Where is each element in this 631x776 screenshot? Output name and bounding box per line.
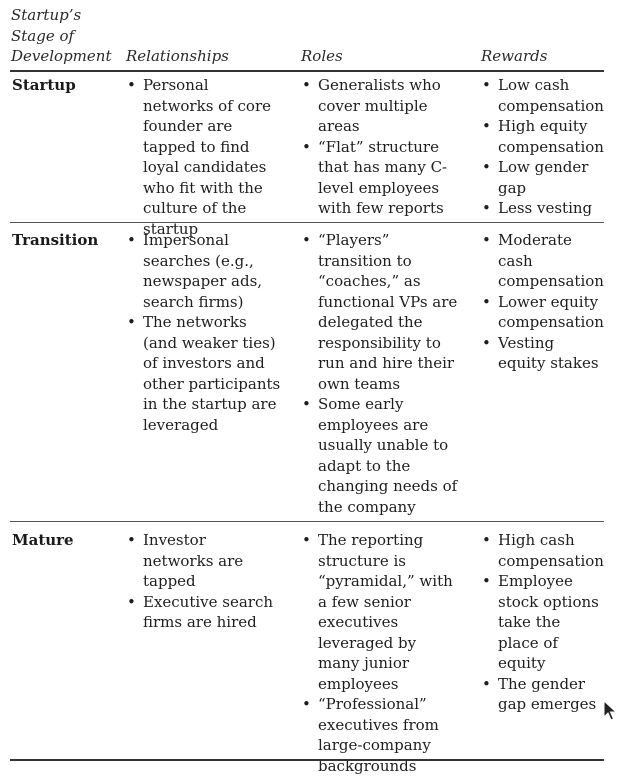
stage-label: Mature	[12, 531, 74, 549]
roles-cell: •Generalists who cover multiple areas •“…	[301, 75, 459, 219]
bullet-icon: •	[302, 695, 311, 713]
bullet-icon: •	[482, 531, 491, 549]
row-divider	[10, 222, 604, 223]
rewards-cell: •Moderate cash compensation •Lower equit…	[481, 230, 605, 374]
header-rule	[10, 70, 604, 72]
list-item: •The gender gap emerges	[482, 674, 597, 714]
roles-cell: •The reporting structure is “pyramidal,”…	[301, 530, 459, 776]
stage-label: Startup	[12, 76, 76, 94]
list-item: •Moderate cash compensation	[482, 231, 604, 290]
bullet-icon: •	[482, 231, 491, 249]
bullet-icon: •	[482, 572, 491, 590]
bullet-icon: •	[482, 199, 491, 217]
header-roles: Roles	[301, 47, 343, 65]
header-rewards: Rewards	[481, 47, 548, 65]
list-item: •Employee stock options take the place o…	[482, 572, 599, 672]
list-item: •High equity compensation	[482, 117, 604, 156]
list-item: •Investor networks are tapped	[127, 531, 244, 590]
bullet-icon: •	[302, 531, 311, 549]
list-item: •Impersonal searches (e.g., newspaper ad…	[127, 231, 263, 311]
bullet-icon: •	[127, 531, 136, 549]
relationships-cell: •Personal networks of core founder are t…	[126, 75, 281, 239]
bullet-icon: •	[482, 674, 491, 693]
table-bottom-rule	[10, 759, 604, 761]
list-item: •Some early employees are usually unable…	[302, 395, 458, 516]
bullet-icon: •	[302, 395, 311, 413]
list-item: •Executive search firms are hired	[127, 592, 274, 632]
bullet-icon: •	[127, 76, 136, 94]
bullet-icon: •	[127, 313, 136, 331]
list-item: •Vesting equity stakes	[482, 333, 599, 373]
bullet-icon: •	[482, 76, 491, 94]
list-item: •Generalists who cover multiple areas	[302, 76, 441, 135]
list-item: •“Players” transition to “coaches,” as f…	[302, 231, 458, 393]
relationships-cell: •Impersonal searches (e.g., newspaper ad…	[126, 230, 281, 435]
bullet-icon: •	[127, 231, 136, 249]
relationships-cell: •Investor networks are tapped •Executive…	[126, 530, 281, 633]
list-item: •“Professional” executives from large-co…	[302, 695, 439, 775]
bullet-icon: •	[482, 292, 491, 311]
row-divider	[10, 521, 604, 522]
list-item: •High cash compensation	[482, 531, 604, 570]
list-item: •Less vesting	[482, 199, 593, 217]
bullet-icon: •	[482, 158, 491, 176]
rewards-cell: •Low cash compensation •High equity comp…	[481, 75, 605, 219]
list-item: •Lower equity compensation	[482, 292, 604, 332]
header-relationships: Relationships	[126, 47, 229, 65]
list-item: •Low cash compensation	[482, 76, 604, 115]
header-stage: Startup’s Stage of Development	[11, 6, 112, 65]
bullet-icon: •	[482, 117, 491, 135]
bullet-icon: •	[302, 137, 311, 156]
rewards-cell: •High cash compensation •Employee stock …	[481, 530, 605, 715]
list-item: •The reporting structure is “pyramidal,”…	[302, 531, 453, 693]
list-item: •Personal networks of core founder are t…	[127, 76, 271, 238]
roles-cell: •“Players” transition to “coaches,” as f…	[301, 230, 459, 517]
list-item: •The networks (and weaker ties) of inves…	[127, 313, 281, 434]
bullet-icon: •	[302, 76, 311, 94]
bullet-icon: •	[482, 333, 491, 352]
bullet-icon: •	[127, 592, 136, 611]
mouse-pointer-icon	[603, 700, 617, 721]
stage-label: Transition	[12, 231, 99, 249]
bullet-icon: •	[302, 231, 311, 249]
list-item: •Low gender gap	[482, 158, 589, 197]
list-item: •“Flat” structure that has many C-level …	[302, 137, 448, 218]
